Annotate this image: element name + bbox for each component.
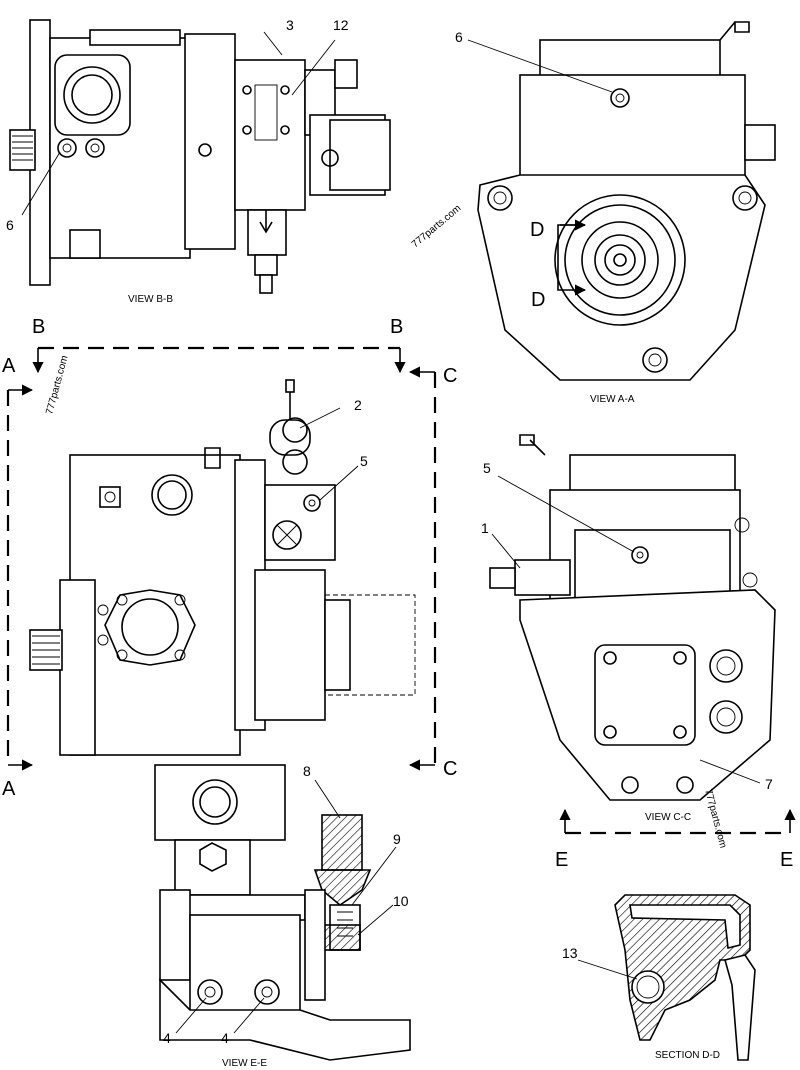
watermark-cc: 777parts.com bbox=[702, 788, 728, 849]
view-cc-drawing bbox=[489, 434, 776, 801]
caption-view-bb: VIEW B-B bbox=[128, 294, 173, 305]
callout-1-cc: 1 bbox=[481, 520, 489, 536]
callout-5-main: 5 bbox=[360, 453, 368, 469]
section-marker-b-left: B bbox=[32, 316, 45, 338]
view-ee-drawing bbox=[154, 764, 411, 1061]
view-bb-drawing bbox=[9, 19, 391, 294]
caption-section-dd: SECTION D-D bbox=[655, 1050, 720, 1061]
callout-13-dd: 13 bbox=[562, 945, 578, 961]
callout-6-aa: 6 bbox=[455, 29, 463, 45]
section-dd-drawing bbox=[614, 894, 756, 1061]
section-marker-c-bottom: C bbox=[443, 758, 457, 780]
section-letter-d-upper: D bbox=[530, 219, 544, 241]
section-cut-lines bbox=[6, 346, 796, 835]
view-aa-drawing bbox=[477, 21, 776, 381]
caption-view-aa: VIEW A-A bbox=[590, 394, 635, 405]
caption-view-ee: VIEW E-E bbox=[222, 1058, 267, 1069]
section-marker-a-top: A bbox=[2, 355, 16, 377]
callout-8-ee: 8 bbox=[303, 763, 311, 779]
callout-5-cc: 5 bbox=[483, 460, 491, 476]
callout-10-ee: 10 bbox=[393, 893, 409, 909]
callout-2-main: 2 bbox=[354, 397, 362, 413]
callout-7-cc: 7 bbox=[765, 776, 773, 792]
section-marker-e-left: E bbox=[555, 849, 568, 871]
watermark-aa: 777parts.com bbox=[410, 203, 463, 250]
section-marker-a-bottom: A bbox=[2, 778, 16, 800]
callout-6-bb: 6 bbox=[6, 217, 14, 233]
callout-3-bb: 3 bbox=[286, 17, 294, 33]
watermark-main: 777parts.com bbox=[44, 354, 70, 415]
main-view-drawing bbox=[29, 379, 416, 756]
section-letter-d-lower: D bbox=[531, 289, 545, 311]
callout-12-bb: 12 bbox=[333, 17, 349, 33]
section-marker-e-right: E bbox=[780, 849, 793, 871]
callout-9-ee: 9 bbox=[393, 831, 401, 847]
section-marker-b-right: B bbox=[390, 316, 403, 338]
section-marker-c-top: C bbox=[443, 365, 457, 387]
callout-4-ee-left: 4 bbox=[163, 1030, 171, 1046]
callout-4-ee-right: 4 bbox=[221, 1030, 229, 1046]
caption-view-cc: VIEW C-C bbox=[645, 812, 691, 823]
